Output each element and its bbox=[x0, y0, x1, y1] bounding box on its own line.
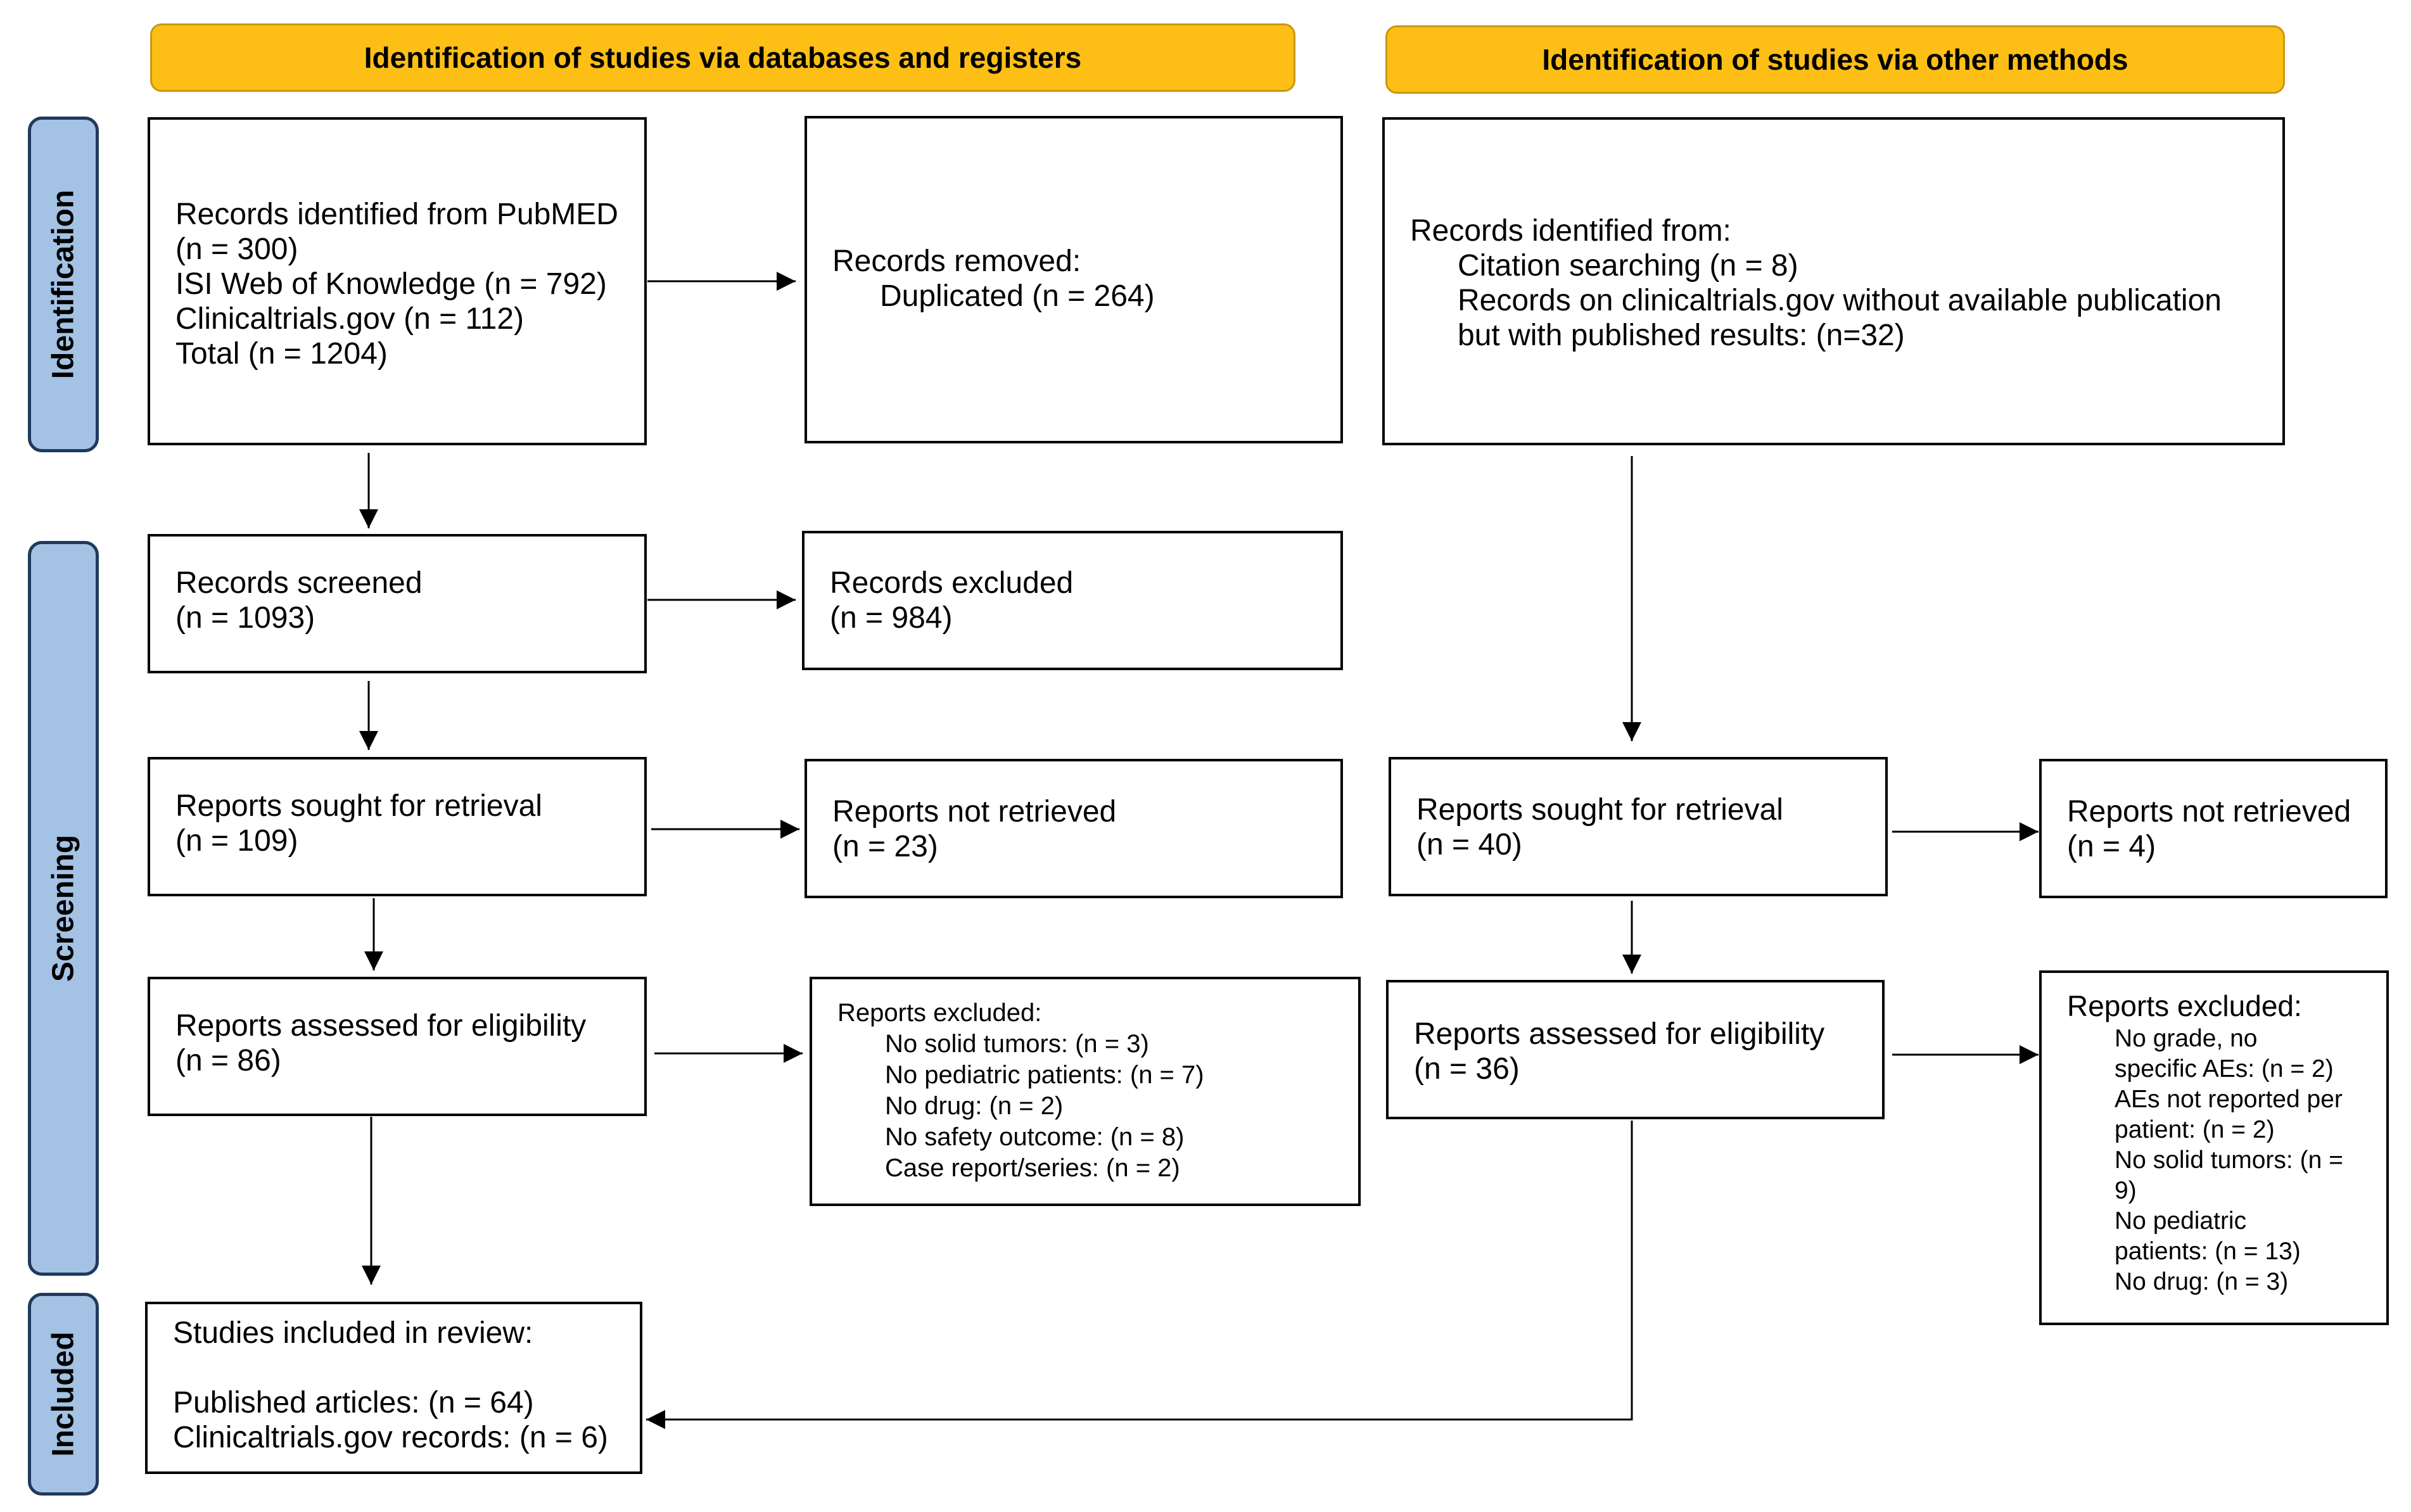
other-reports-assessed-count: (n = 36) bbox=[1414, 1052, 1520, 1086]
reports-excluded-box: Reports excluded: No solid tumors: (n = … bbox=[810, 977, 1361, 1206]
other-records-identified-item: but with published results: (n=32) bbox=[1458, 319, 1905, 352]
reports-not-retrieved-title: Reports not retrieved bbox=[832, 795, 1117, 829]
other-records-identified-item: Records on clinicaltrials.gov without av… bbox=[1458, 284, 2222, 317]
other-reports-excluded-item: patient: (n = 2) bbox=[2115, 1116, 2275, 1143]
phase-screening: Screening bbox=[28, 541, 99, 1276]
other-reports-excluded-title: Reports excluded: bbox=[2067, 989, 2302, 1022]
other-reports-sought-box: Reports sought for retrieval (n = 40) bbox=[1389, 757, 1888, 896]
other-reports-excluded-item: AEs not reported per bbox=[2115, 1086, 2343, 1113]
records-identified-line: Clinicaltrials.gov (n = 112) bbox=[175, 302, 525, 336]
reports-assessed-count: (n = 86) bbox=[175, 1044, 281, 1077]
studies-included-title: Studies included in review: bbox=[173, 1316, 533, 1350]
phase-included: Included bbox=[28, 1293, 99, 1496]
reports-excluded-item: Case report/series: (n = 2) bbox=[885, 1154, 1180, 1182]
header-other-label: Identification of studies via other meth… bbox=[1542, 43, 2128, 76]
reports-excluded-item: No pediatric patients: (n = 7) bbox=[885, 1061, 1204, 1089]
reports-not-retrieved-count: (n = 23) bbox=[832, 830, 938, 863]
studies-included-item: Clinicaltrials.gov records: (n = 6) bbox=[173, 1421, 608, 1454]
phase-identification: Identification bbox=[28, 117, 99, 452]
other-records-identified-title: Records identified from: bbox=[1410, 214, 1731, 248]
records-identified-line: Records identified from PubMED bbox=[175, 198, 618, 231]
records-screened-box: Records screened (n = 1093) bbox=[148, 534, 647, 673]
other-reports-excluded-item: patients: (n = 13) bbox=[2115, 1238, 2301, 1265]
reports-assessed-box: Reports assessed for eligibility (n = 86… bbox=[148, 977, 647, 1116]
other-reports-not-retrieved-box: Reports not retrieved (n = 4) bbox=[2039, 759, 2388, 898]
other-reports-sought-title: Reports sought for retrieval bbox=[1416, 793, 1783, 827]
other-reports-assessed-title: Reports assessed for eligibility bbox=[1414, 1017, 1825, 1051]
header-databases: Identification of studies via databases … bbox=[150, 23, 1295, 92]
reports-assessed-title: Reports assessed for eligibility bbox=[175, 1009, 587, 1043]
records-screened-count: (n = 1093) bbox=[175, 601, 315, 635]
other-reports-excluded-item: No grade, no bbox=[2115, 1025, 2258, 1052]
other-reports-excluded-item: No drug: (n = 3) bbox=[2115, 1268, 2289, 1295]
records-excluded-box: Records excluded (n = 984) bbox=[802, 531, 1343, 670]
other-records-identified-box: Records identified from: Citation search… bbox=[1382, 117, 2285, 445]
other-reports-not-retrieved-count: (n = 4) bbox=[2067, 830, 2156, 863]
reports-excluded-item: No solid tumors: (n = 3) bbox=[885, 1030, 1149, 1058]
other-reports-excluded-box: Reports excluded: No grade, no specific … bbox=[2039, 970, 2389, 1325]
records-screened-title: Records screened bbox=[175, 566, 423, 600]
header-databases-label: Identification of studies via databases … bbox=[364, 41, 1082, 74]
other-reports-sought-count: (n = 40) bbox=[1416, 828, 1522, 861]
reports-excluded-item: No safety outcome: (n = 8) bbox=[885, 1123, 1185, 1151]
records-removed-item: Duplicated (n = 264) bbox=[880, 279, 1155, 313]
reports-sought-title: Reports sought for retrieval bbox=[175, 789, 542, 823]
other-records-identified-item: Citation searching (n = 8) bbox=[1458, 249, 1798, 283]
other-reports-assessed-box: Reports assessed for eligibility (n = 36… bbox=[1386, 980, 1885, 1119]
records-excluded-title: Records excluded bbox=[830, 566, 1074, 600]
other-reports-excluded-item: 9) bbox=[2115, 1177, 2137, 1204]
records-removed-box: Records removed: Duplicated (n = 264) bbox=[805, 116, 1343, 443]
other-reports-excluded-item: No solid tumors: (n = bbox=[2115, 1147, 2343, 1174]
other-reports-not-retrieved-title: Reports not retrieved bbox=[2067, 795, 2351, 829]
records-identified-line: ISI Web of Knowledge (n = 792) bbox=[175, 267, 607, 301]
records-identified-box: Records identified from PubMED (n = 300)… bbox=[148, 117, 647, 445]
header-other-methods: Identification of studies via other meth… bbox=[1385, 25, 2285, 94]
other-reports-excluded-item: specific AEs: (n = 2) bbox=[2115, 1055, 2334, 1083]
reports-sought-count: (n = 109) bbox=[175, 824, 298, 858]
reports-excluded-item: No drug: (n = 2) bbox=[885, 1092, 1064, 1120]
records-removed-title: Records removed: bbox=[832, 245, 1081, 278]
reports-sought-box: Reports sought for retrieval (n = 109) bbox=[148, 757, 647, 896]
records-excluded-count: (n = 984) bbox=[830, 601, 953, 635]
reports-excluded-title: Reports excluded: bbox=[837, 999, 1042, 1027]
records-identified-line: Total (n = 1204) bbox=[175, 337, 388, 371]
studies-included-box: Studies included in review: Published ar… bbox=[145, 1302, 642, 1474]
other-reports-excluded-item: No pediatric bbox=[2115, 1207, 2247, 1235]
records-identified-line: (n = 300) bbox=[175, 232, 298, 266]
studies-included-item: Published articles: (n = 64) bbox=[173, 1386, 534, 1420]
records-identified-text: Records identified from PubMED (n = 300)… bbox=[175, 197, 618, 371]
reports-not-retrieved-box: Reports not retrieved (n = 23) bbox=[805, 759, 1343, 898]
arrow-other-assessed-to-included bbox=[646, 1121, 1633, 1429]
